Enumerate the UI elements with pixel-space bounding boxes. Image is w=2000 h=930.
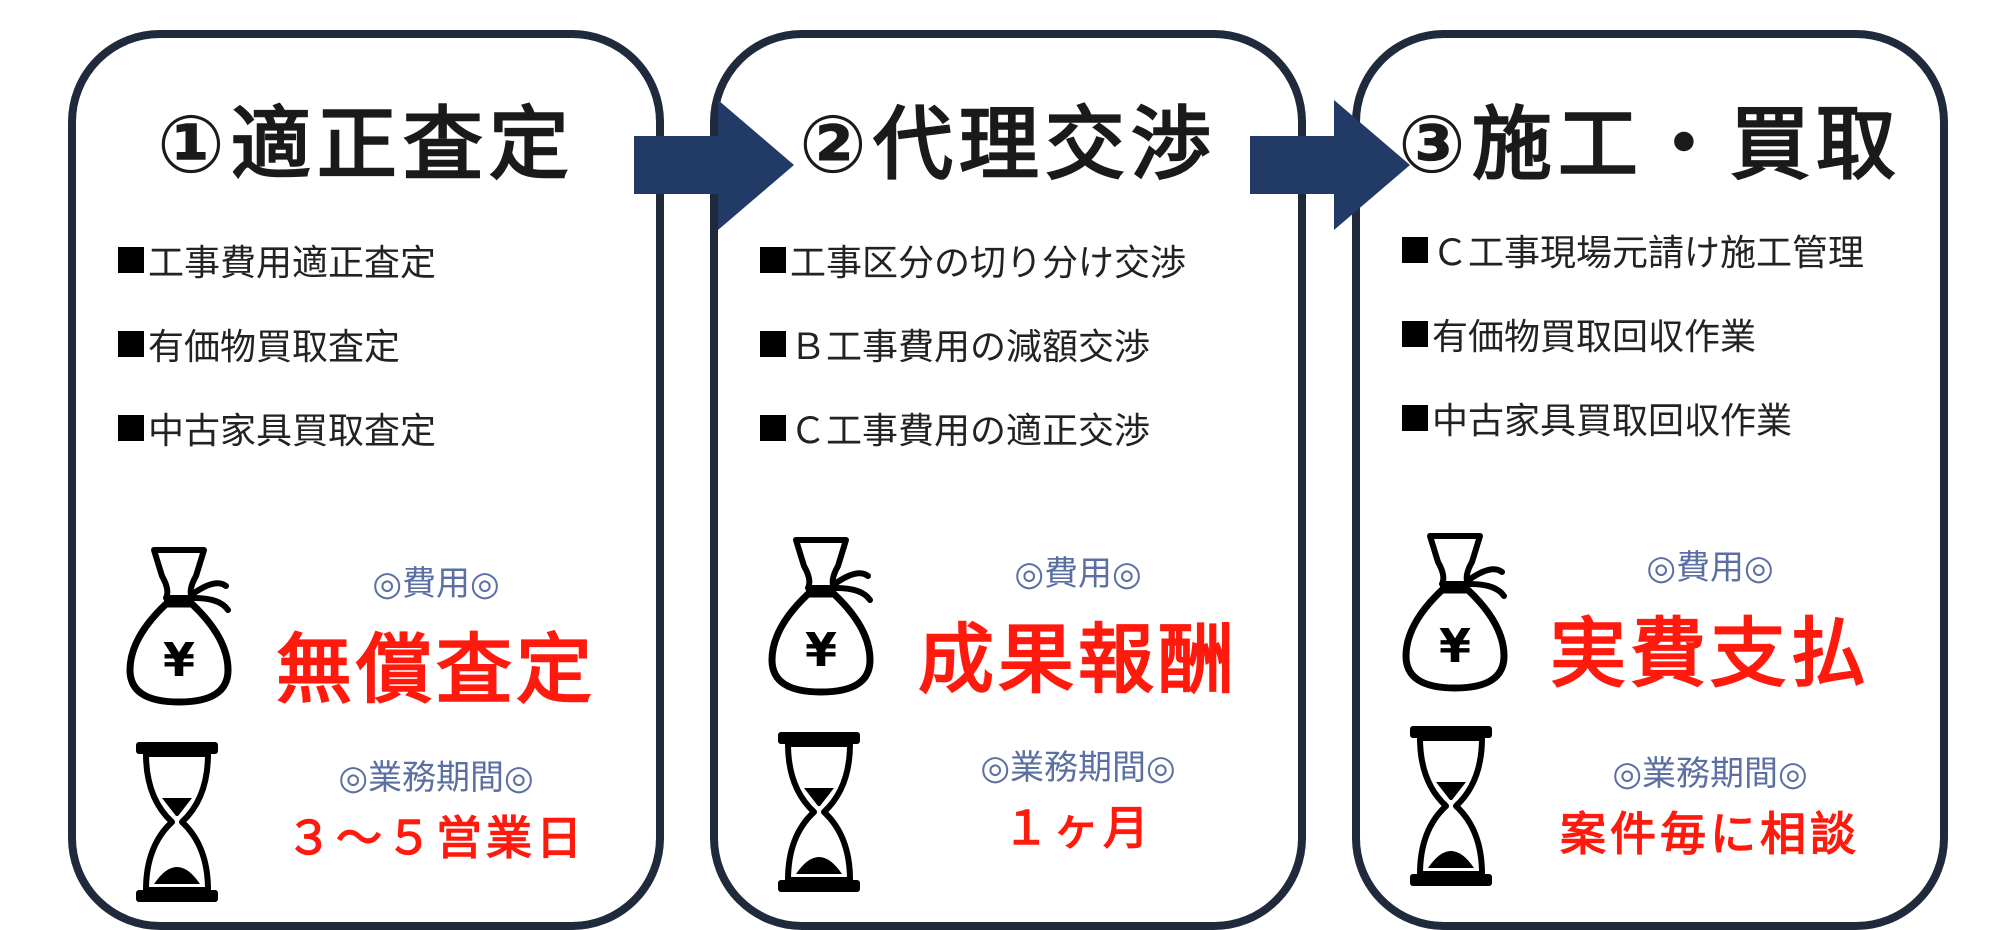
hourglass-icon	[778, 732, 860, 892]
list-item: 有価物買取査定	[118, 302, 636, 386]
period-label: ◎業務期間◎	[980, 748, 1176, 788]
period-label: ◎業務期間◎	[1612, 754, 1808, 794]
hourglass-icon	[1410, 726, 1492, 886]
yen-symbol: ¥	[163, 633, 195, 687]
period-value: １ヶ月	[1003, 801, 1153, 855]
square-bullet-icon	[760, 415, 786, 441]
square-bullet-icon	[1402, 405, 1428, 431]
cost-value: 無償査定	[276, 625, 596, 714]
item-text: 工事費用適正査定	[148, 243, 437, 284]
list-item: 工事区分の切り分け交渉	[760, 218, 1278, 302]
item-text: 中古家具買取回収作業	[1432, 401, 1793, 442]
square-bullet-icon	[118, 415, 144, 441]
item-list: 工事区分の切り分け交渉 Ｂ工事費用の減額交渉 Ｃ工事費用の適正交渉	[760, 218, 1278, 470]
arrow-right-icon	[634, 100, 794, 230]
square-bullet-icon	[760, 247, 786, 273]
square-bullet-icon	[1402, 321, 1428, 347]
step-title: ②代理交渉	[799, 98, 1217, 191]
step-card-1: ①適正査定 工事費用適正査定 有価物買取査定 中古家具買取査定 ¥ ◎費用◎ 無…	[68, 30, 664, 930]
yen-symbol: ¥	[1439, 619, 1471, 673]
hourglass-icon	[136, 742, 218, 902]
list-item: Ｃ工事費用の適正交渉	[760, 386, 1278, 470]
item-text: Ｃ工事現場元請け施工管理	[1432, 233, 1865, 274]
item-text: 有価物買取査定	[148, 327, 401, 368]
money-bag-yen-icon: ¥	[768, 537, 874, 696]
cost-label: ◎費用◎	[1014, 554, 1142, 594]
item-text: Ｃ工事費用の適正交渉	[790, 411, 1151, 452]
list-item: 有価物買取回収作業	[1402, 292, 1920, 376]
cost-value: 実費支払	[1550, 609, 1870, 698]
step-card-3: ③施工・買取 Ｃ工事現場元請け施工管理 有価物買取回収作業 中古家具買取回収作業…	[1352, 30, 1948, 930]
period-value: 案件毎に相談	[1560, 807, 1860, 861]
yen-symbol: ¥	[805, 623, 837, 677]
list-item: 中古家具買取査定	[118, 386, 636, 470]
square-bullet-icon	[118, 247, 144, 273]
cost-label: ◎費用◎	[1646, 548, 1774, 588]
item-text: 有価物買取回収作業	[1432, 317, 1757, 358]
square-bullet-icon	[1402, 237, 1428, 263]
square-bullet-icon	[118, 331, 144, 357]
list-item: 工事費用適正査定	[118, 218, 636, 302]
square-bullet-icon	[760, 331, 786, 357]
list-item: Ｃ工事現場元請け施工管理	[1402, 208, 1920, 292]
list-item: 中古家具買取回収作業	[1402, 376, 1920, 460]
item-text: 工事区分の切り分け交渉	[790, 243, 1187, 284]
cost-label: ◎費用◎	[372, 564, 500, 604]
list-item: Ｂ工事費用の減額交渉	[760, 302, 1278, 386]
item-list: 工事費用適正査定 有価物買取査定 中古家具買取査定	[118, 218, 636, 470]
money-bag-yen-icon: ¥	[1402, 533, 1508, 692]
item-text: Ｂ工事費用の減額交渉	[790, 327, 1151, 368]
arrow-right-icon	[1250, 100, 1410, 230]
step-card-2: ②代理交渉 工事区分の切り分け交渉 Ｂ工事費用の減額交渉 Ｃ工事費用の適正交渉 …	[710, 30, 1306, 930]
item-text: 中古家具買取査定	[148, 411, 437, 452]
money-bag-yen-icon: ¥	[126, 547, 232, 706]
item-list: Ｃ工事現場元請け施工管理 有価物買取回収作業 中古家具買取回収作業	[1402, 208, 1920, 460]
period-value: ３～５営業日	[286, 811, 586, 865]
cost-value: 成果報酬	[918, 615, 1238, 704]
period-label: ◎業務期間◎	[338, 758, 534, 798]
step-title: ③施工・買取	[1398, 98, 1902, 191]
step-title: ①適正査定	[157, 98, 575, 191]
